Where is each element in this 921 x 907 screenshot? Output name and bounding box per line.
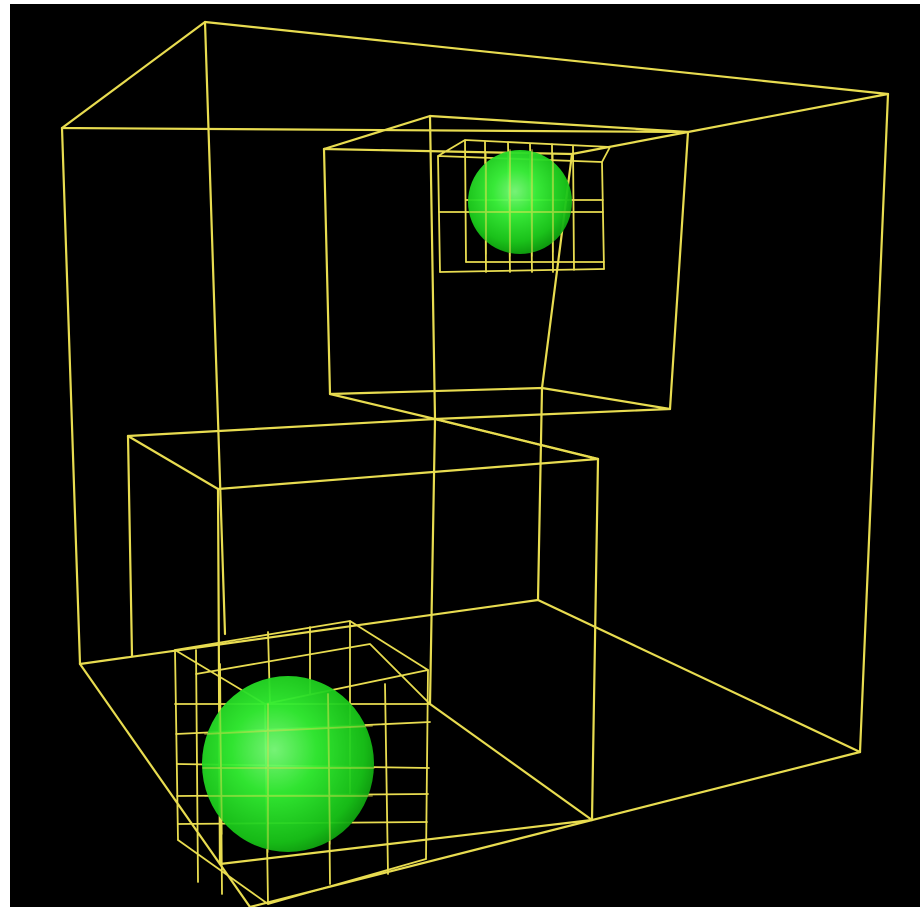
octree-wireframe-canvas bbox=[10, 4, 920, 907]
lower-sphere bbox=[202, 676, 374, 852]
octree-scene-viewport bbox=[10, 4, 920, 907]
center-shared-edges bbox=[435, 388, 598, 600]
upper-sphere bbox=[468, 150, 572, 254]
root-octree-box bbox=[62, 22, 888, 907]
